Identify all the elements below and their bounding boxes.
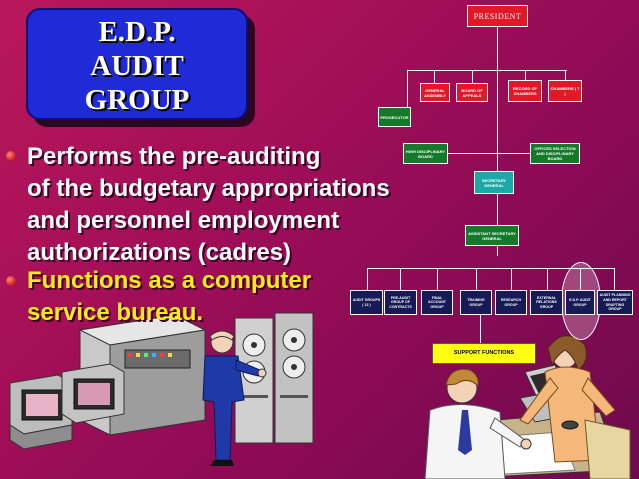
bullet-2: Functions as a computer service bureau. [27, 265, 311, 329]
title-line-2: AUDIT [90, 50, 184, 82]
org-group-pre-audit-contracts: PRE-AUDIT GROUP OF CONTRACTS [384, 290, 417, 315]
org-chambers: CHAMBERS ( 7 ) [548, 80, 582, 102]
connector-stub [434, 70, 435, 83]
connector-stub [437, 268, 438, 290]
bullet-1-line-4: authorizations (cadres) [27, 239, 292, 266]
org-group-audit-groups: AUDIT GROUPS ( 13 ) [350, 290, 383, 315]
org-general-assembly: GENERAL ASSEMBLY [420, 83, 450, 102]
org-offices-selection-board: OFFICES SELECTION AND DISCIPLINARY BOARD [530, 143, 580, 164]
title-box: E.D.P. AUDIT GROUP [26, 8, 248, 120]
org-group-edp-audit: E.D.P. AUDIT GROUP [565, 290, 595, 315]
org-high-disciplinary-board: HIGH DISCIPLINARY BOARD [403, 143, 448, 164]
bullet-dot-2 [6, 276, 16, 286]
connector-stub [407, 70, 408, 107]
connector-support [480, 315, 481, 343]
connector-stub [547, 268, 548, 290]
bullet-1: Performs the pre-auditing of the budgeta… [27, 141, 390, 269]
bullet-1-line-3: and personnel employment [27, 207, 340, 234]
org-group-final-account: FINAL ACCOUNT GROUP [421, 290, 453, 315]
connector-stub [472, 70, 473, 83]
bullet-1-line-2: of the budgetary appropriations [27, 175, 390, 202]
connector-stub [476, 268, 477, 290]
bullet-dot-1 [6, 151, 16, 161]
connector-stub [400, 268, 401, 290]
connector-main [497, 27, 498, 256]
connector-stub [511, 268, 512, 290]
connector-groups-row [367, 268, 615, 269]
org-group-external-relations: EXTERNAL RELATIONS GROUP [530, 290, 563, 315]
title-line-1: E.D.P. [98, 16, 176, 48]
org-group-audit-planning: AUDIT PLANNING AND REPORT DRAFTING GROUP [597, 290, 633, 315]
bullet-1-line-1: Performs the pre-auditing [27, 143, 321, 170]
connector-stub [525, 70, 526, 80]
bullet-2-line-1: Functions as a computer [27, 267, 312, 294]
office-meeting-clipart [424, 335, 631, 479]
org-assistant-secretary-general: ASSISTANT SECRETARY GENERAL [465, 225, 519, 246]
connector-stub [565, 70, 566, 80]
title-line-3: GROUP [84, 84, 190, 116]
connector-board-row [440, 153, 540, 154]
org-prosecutor: PROSECUTOR [378, 107, 411, 127]
org-support-functions: SUPPORT FUNCTIONS [432, 343, 536, 364]
org-president: PRESIDENT [467, 5, 528, 27]
org-group-training: TRAINING GROUP [460, 290, 492, 315]
connector-top-row [407, 70, 567, 71]
org-secretary-general: SECRETARY GENERAL [474, 171, 514, 194]
org-group-research: RESEARCH GROUP [495, 290, 527, 315]
computer-room-clipart [9, 312, 314, 466]
connector-stub [614, 268, 615, 290]
bullet-2-line-2: service bureau. [27, 299, 204, 326]
connector-stub [367, 268, 368, 290]
org-board-of-appeals: BOARD OF APPEALS [456, 83, 488, 102]
org-record-of-chambers: RECORD OF CHAMBERS [508, 80, 542, 102]
